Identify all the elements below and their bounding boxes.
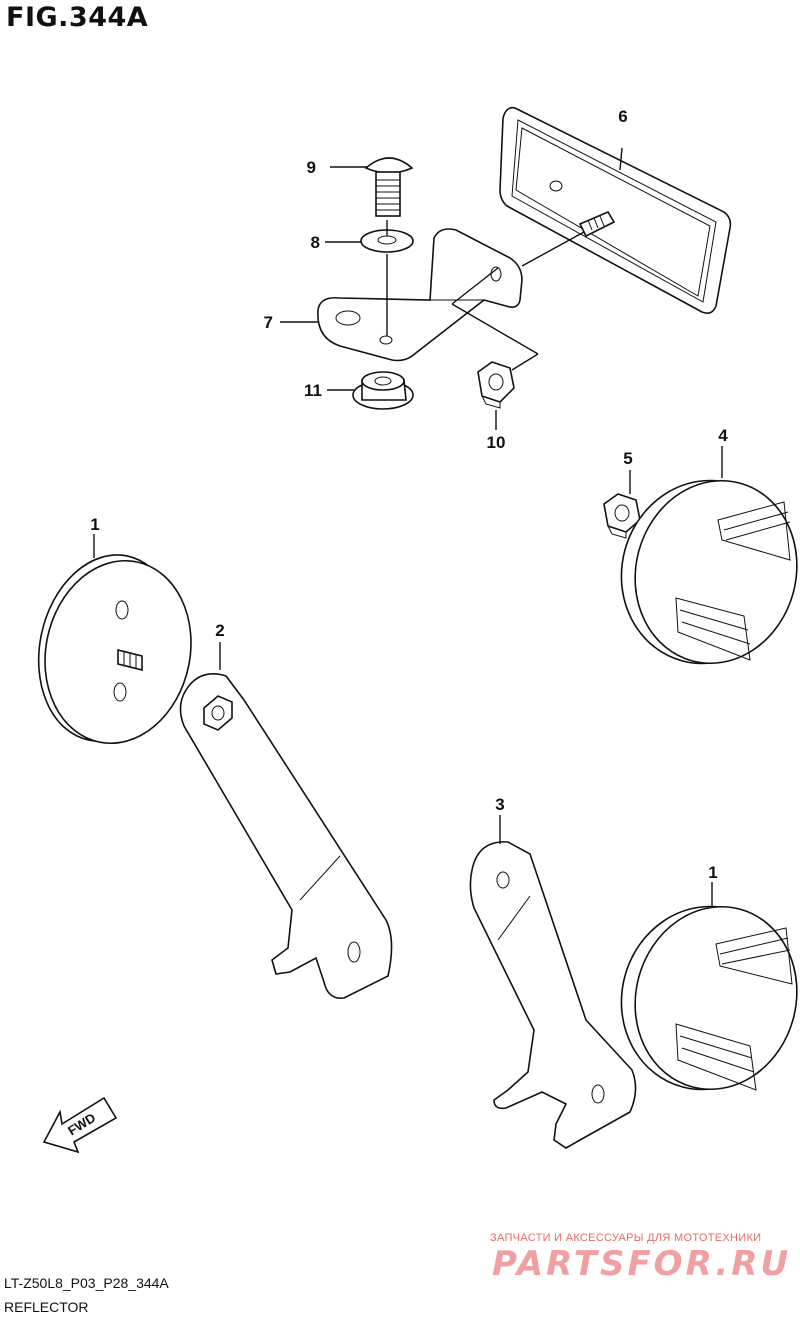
- model-code: LT-Z50L8_P03_P28_344A: [4, 1275, 169, 1291]
- callout-9: 9: [307, 158, 316, 177]
- watermark-brand: PARTSFOR.RU: [492, 1244, 792, 1284]
- callout-1-right: 1: [708, 863, 717, 882]
- callout-6: 6: [618, 107, 627, 126]
- part-4-round-reflector[interactable]: [601, 461, 800, 682]
- callout-8: 8: [311, 233, 320, 252]
- part-7-bracket[interactable]: [317, 228, 523, 362]
- part-10-flange-nut[interactable]: [477, 361, 515, 409]
- callout-2: 2: [215, 621, 224, 640]
- part-9-bolt[interactable]: [364, 157, 414, 217]
- callout-4: 4: [718, 426, 728, 445]
- callouts: 9 8 7 11 10 6 5 4 1 2 3 1: [90, 107, 728, 882]
- part-1-round-reflector-right[interactable]: [601, 887, 800, 1108]
- callout-5: 5: [623, 449, 632, 468]
- section-name: REFLECTOR: [4, 1299, 89, 1315]
- part-1-round-reflector-left[interactable]: [22, 542, 208, 757]
- part-3-bracket[interactable]: [469, 841, 637, 1149]
- callout-1-left: 1: [90, 515, 99, 534]
- part-2-bracket[interactable]: [179, 673, 393, 999]
- callout-11: 11: [304, 381, 322, 400]
- callout-3: 3: [495, 795, 504, 814]
- watermark-tagline: ЗАПЧАСТИ И АКСЕССУАРЫ ДЛЯ МОТОТЕХНИКИ: [490, 1232, 762, 1244]
- part-11-flange-nut[interactable]: [352, 371, 414, 410]
- fwd-arrow: FWD: [42, 1096, 118, 1154]
- leader-lines: [93, 147, 723, 908]
- callout-10: 10: [487, 433, 506, 452]
- part-5-nut[interactable]: [603, 493, 641, 539]
- callout-7: 7: [264, 313, 273, 332]
- part-6-rect-reflector[interactable]: [499, 106, 732, 314]
- figure-title: FIG.344A: [6, 2, 149, 33]
